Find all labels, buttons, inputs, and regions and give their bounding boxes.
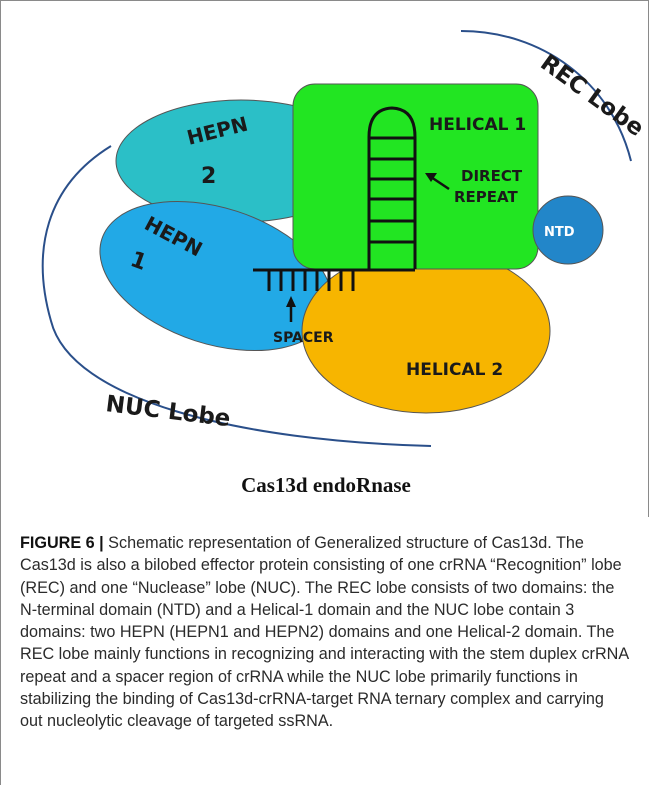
direct-repeat-arrow (425, 173, 450, 191)
helical1-label: HELICAL 1 (429, 115, 526, 135)
rec-lobe-arc (460, 30, 632, 162)
figure-label: FIGURE 6 | (20, 534, 104, 552)
crrna-spacer (253, 268, 415, 291)
ntd-label: NTD (544, 225, 575, 240)
figure-title: Cas13d endoRnase (241, 473, 411, 497)
cas13d-diagram: REC Lobe HELICAL 1 HEPN 2 HEPN 1 DIRECT … (41, 30, 649, 447)
direct-repeat-label-line2: REPEAT (454, 188, 518, 206)
nuc-lobe-arc (41, 145, 432, 447)
crrna-stem-loop (367, 106, 417, 269)
spacer-arrow (286, 296, 296, 322)
figure-panel: REC Lobe HELICAL 1 HEPN 2 HEPN 1 DIRECT … (0, 0, 649, 517)
nuc-lobe-label: NUC Lobe (104, 391, 232, 432)
helical2-domain (301, 248, 551, 414)
rec-lobe-label: REC Lobe (535, 50, 648, 142)
figure-caption: FIGURE 6 | Schematic representation of G… (1, 517, 650, 733)
spacer-label: SPACER (273, 330, 334, 346)
caption-text: Schematic representation of Generalized … (20, 534, 629, 731)
caption-block: FIGURE 6 | Schematic representation of G… (0, 517, 650, 785)
ntd-domain (532, 195, 604, 265)
helical2-label: HELICAL 2 (406, 360, 503, 380)
hepn2-label-line2: 2 (201, 164, 216, 189)
direct-repeat-label-line1: DIRECT (461, 167, 523, 185)
